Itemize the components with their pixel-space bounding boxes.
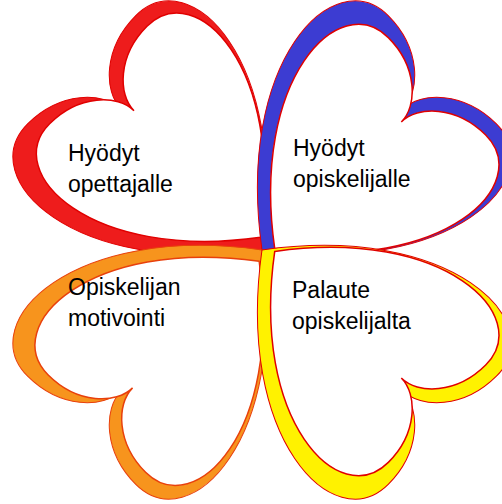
heart-inner — [194, 171, 502, 495]
petal-label: Hyödyt opettajalle — [68, 138, 173, 200]
petal-label: Palaute opiskelijalta — [292, 275, 411, 337]
petal-text-box: Opiskelijan motivointi — [68, 272, 181, 334]
heart-petal: Hyödyt opiskelijalle — [262, 0, 502, 250]
petal-label: Hyödyt opiskelijalle — [293, 133, 411, 195]
heart-petal: Palaute opiskelijalta — [262, 250, 502, 504]
petal-text-box: Hyödyt opiskelijalle — [293, 133, 411, 195]
heart-outline — [0, 0, 262, 250]
heart-petal: Hyödyt opettajalle — [0, 0, 262, 250]
heart-outline — [262, 0, 502, 250]
petal-text-box: Palaute opiskelijalta — [292, 275, 411, 337]
heart-ribbon — [172, 160, 502, 504]
petal-label: Opiskelijan motivointi — [68, 272, 181, 334]
heart-petal: Opiskelijan motivointi — [0, 250, 262, 504]
petal-text-box: Hyödyt opettajalle — [68, 138, 173, 200]
